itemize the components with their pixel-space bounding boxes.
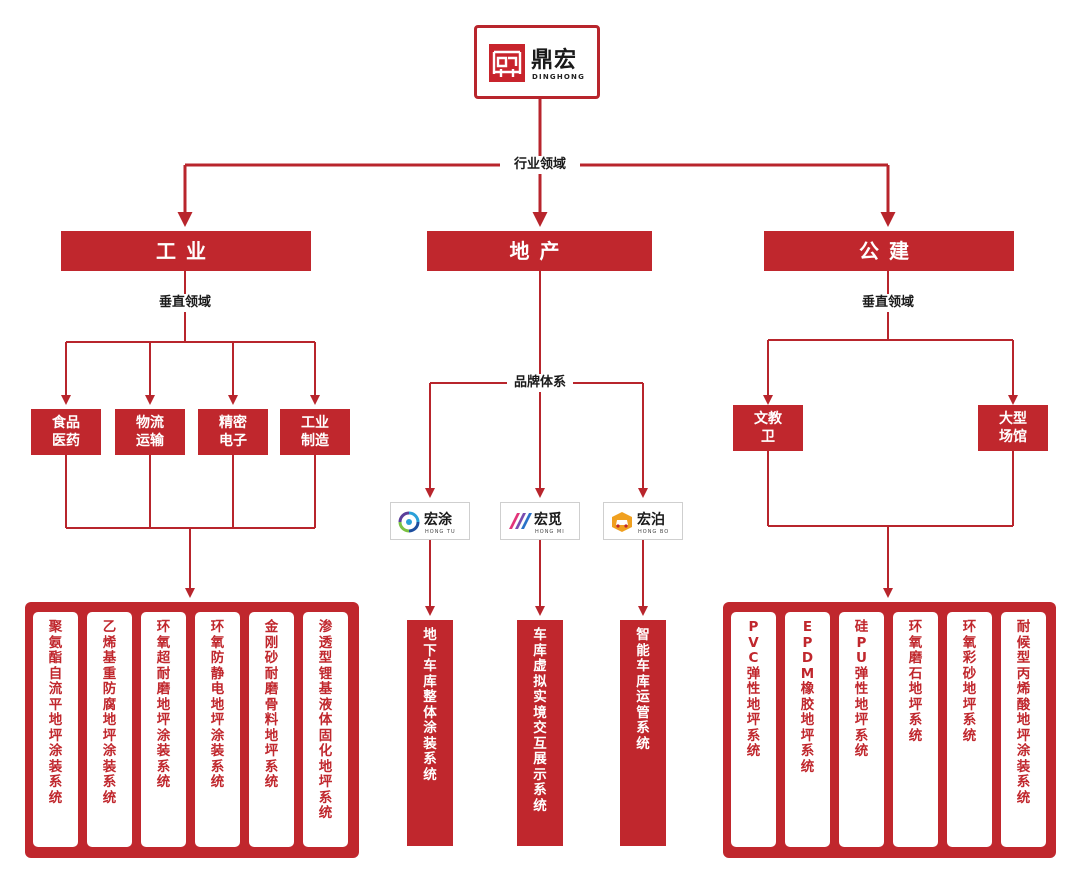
sub-field-electronics: 精密 电子 [198, 409, 268, 455]
system-card: 乙烯基重防腐地坪涂装系统 [87, 612, 132, 847]
company-logo: 鼎宏 DINGHONG [474, 25, 600, 99]
system-strip: 地下车库整体涂装系统 [407, 620, 453, 846]
brand-subtitle: HONG MI [535, 529, 565, 535]
system-label: 耐候型丙烯酸地坪涂装系统 [1016, 619, 1031, 806]
system-label: 环氧防静电地坪涂装系统 [210, 619, 225, 790]
label-vertical-left: 垂直领域 [152, 294, 218, 312]
system-label: 车库虚拟实境交互展示系统 [533, 627, 547, 814]
system-card: 环氧磨石地坪系统 [893, 612, 938, 847]
sub-field-logistics: 物流 运输 [115, 409, 185, 455]
system-card: 环氧防静电地坪涂装系统 [195, 612, 240, 847]
sub-field-manufacturing: 工业 制造 [280, 409, 350, 455]
system-label: 环氧磨石地坪系统 [908, 619, 923, 744]
brand-subtitle: HONG TU [425, 529, 456, 535]
logo-subtitle: DINGHONG [532, 73, 586, 81]
brand-hongbo: 宏泊 HONG BO [603, 502, 683, 540]
system-card: PVC弹性地坪系统 [731, 612, 776, 847]
system-label: 乙烯基重防腐地坪涂装系统 [102, 619, 117, 806]
system-label: 硅PU弹性地坪系统 [854, 619, 869, 759]
system-label: 渗透型锂基液体固化地坪系统 [318, 619, 333, 821]
system-label: 环氧彩砂地坪系统 [962, 619, 977, 744]
brand-name: 宏涂 [424, 512, 452, 528]
brand-subtitle: HONG BO [638, 529, 670, 535]
brand-name: 宏觅 [534, 512, 562, 528]
system-label: PVC弹性地坪系统 [746, 619, 761, 759]
brand-hongmi: 宏觅 HONG MI [500, 502, 580, 540]
sub-field-venues: 大型 场馆 [978, 405, 1048, 451]
logo-name: 鼎宏 [531, 48, 578, 73]
system-card: 渗透型锂基液体固化地坪系统 [303, 612, 348, 847]
brand-name: 宏泊 [637, 512, 665, 528]
car-icon [610, 511, 634, 537]
logo-mark-icon [489, 44, 525, 82]
system-card: EPDM橡胶地坪系统 [785, 612, 830, 847]
system-strip: 智能车库运管系统 [620, 620, 666, 846]
stripes-icon [507, 511, 533, 535]
system-card: 耐候型丙烯酸地坪涂装系统 [1001, 612, 1046, 847]
category-real-estate: 地产 [427, 231, 652, 271]
category-industrial: 工业 [61, 231, 311, 271]
sub-field-education-health: 文教 卫 [733, 405, 803, 451]
label-brand-system: 品牌体系 [507, 374, 573, 392]
system-label: EPDM橡胶地坪系统 [800, 619, 815, 775]
system-card: 环氧彩砂地坪系统 [947, 612, 992, 847]
public-systems-panel [723, 602, 1056, 858]
brand-hongtu: 宏涂 HONG TU [390, 502, 470, 540]
system-card: 环氧超耐磨地坪涂装系统 [141, 612, 186, 847]
system-label: 金刚砂耐磨骨料地坪系统 [264, 619, 279, 790]
system-strip: 车库虚拟实境交互展示系统 [517, 620, 563, 846]
system-card: 聚氨酯自流平地坪涂装系统 [33, 612, 78, 847]
sub-field-food-medicine: 食品 医药 [31, 409, 101, 455]
label-vertical-right: 垂直领域 [855, 294, 921, 312]
swirl-icon [397, 511, 421, 537]
system-card: 硅PU弹性地坪系统 [839, 612, 884, 847]
system-label: 环氧超耐磨地坪涂装系统 [156, 619, 171, 790]
system-label: 智能车库运管系统 [636, 627, 650, 752]
system-card: 金刚砂耐磨骨料地坪系统 [249, 612, 294, 847]
system-label: 地下车库整体涂装系统 [423, 627, 437, 783]
category-public: 公建 [764, 231, 1014, 271]
system-label: 聚氨酯自流平地坪涂装系统 [48, 619, 63, 806]
label-industry-field: 行业领域 [500, 156, 580, 174]
